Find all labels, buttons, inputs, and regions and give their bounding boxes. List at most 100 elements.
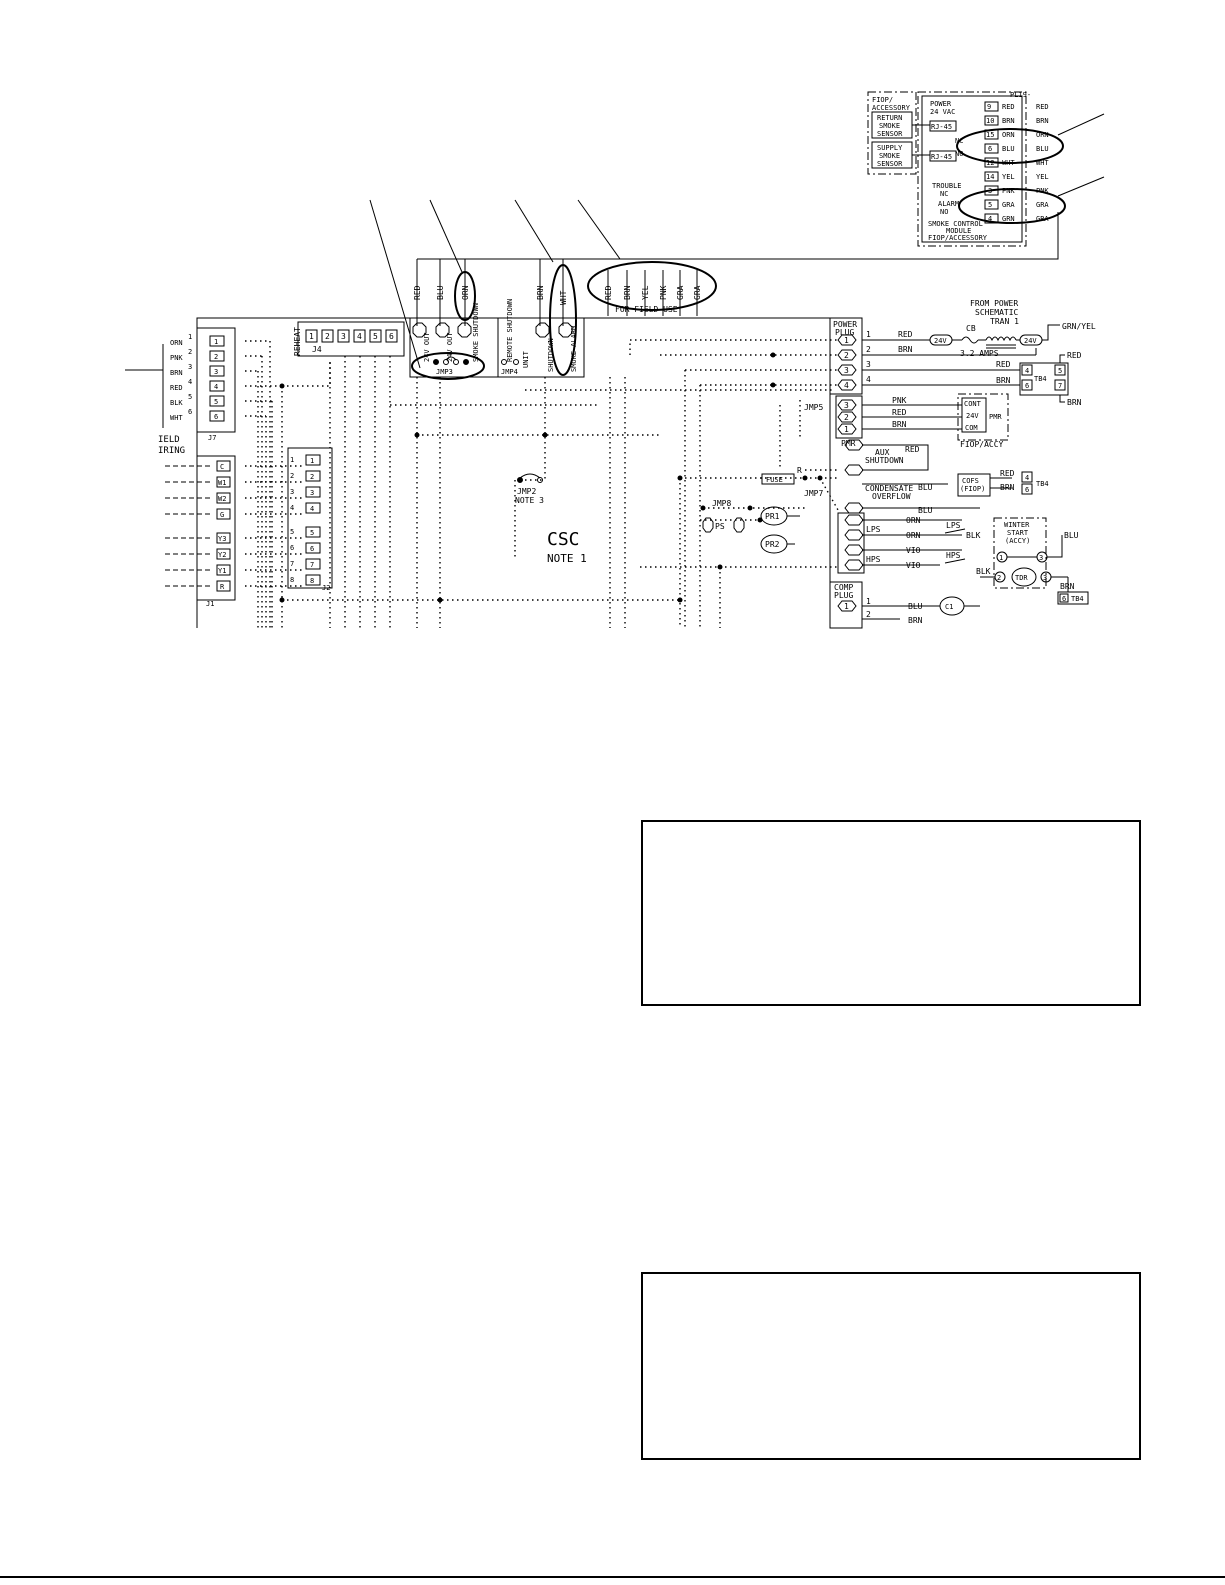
- svg-text:IRING: IRING: [158, 446, 185, 456]
- smoke-module-inner-box: [921, 95, 1023, 243]
- orn-wire-highlight: [454, 271, 476, 321]
- aux-label-1: AUX: [875, 448, 890, 457]
- field-wires-highlight: [587, 261, 717, 311]
- pmr-pins: [837, 399, 857, 435]
- ps-label: PS: [715, 522, 725, 531]
- svg-text:ORN: ORN: [1036, 131, 1049, 139]
- supply-sensor-label-1: SUPPLY: [877, 144, 903, 152]
- terminal-block-box: [409, 317, 585, 378]
- side-hex-pins: [844, 439, 864, 571]
- svg-text:BRN: BRN: [1002, 117, 1015, 125]
- svg-text:3: 3: [844, 401, 849, 410]
- svg-text:RED: RED: [892, 408, 907, 417]
- j7-connector: [162, 327, 236, 433]
- svg-text:GRA: GRA: [1002, 201, 1015, 209]
- svg-text:Y3: Y3: [218, 535, 226, 543]
- pr2-label: PR2: [765, 540, 780, 549]
- svg-text:BLK: BLK: [976, 567, 991, 576]
- svg-text:2: 2: [866, 345, 871, 354]
- nc-no-highlight: [956, 128, 1064, 164]
- nc-label: NC: [955, 137, 963, 145]
- svg-text:24V: 24V: [1024, 337, 1037, 345]
- svg-text:GRA: GRA: [693, 285, 702, 300]
- jmp3-label: JMP3: [436, 368, 453, 376]
- tb4-top-box: [1019, 362, 1069, 396]
- svg-text:BLU: BLU: [1064, 531, 1079, 540]
- smoke-control-module: [417, 91, 1105, 260]
- svg-text:WHT: WHT: [170, 414, 183, 422]
- svg-text:2: 2: [214, 353, 218, 361]
- pl19-label: PL19-: [1010, 91, 1031, 99]
- ps-hex-left: [702, 517, 714, 533]
- svg-text:YEL: YEL: [641, 285, 650, 300]
- sensor-glyphs: [702, 506, 800, 554]
- svg-text:GRA: GRA: [676, 285, 685, 300]
- svg-text:2: 2: [866, 610, 871, 619]
- svg-text:G: G: [220, 511, 224, 519]
- j1-terminal-boxes: [216, 460, 231, 592]
- transformer-coil: [985, 336, 1017, 342]
- svg-text:PNK: PNK: [1036, 187, 1049, 195]
- reheat-connector: [297, 321, 405, 357]
- svg-text:WHT: WHT: [1036, 159, 1049, 167]
- svg-text:COFS: COFS: [962, 477, 979, 485]
- fuse-box: [761, 473, 795, 485]
- svg-text:COM: COM: [965, 424, 978, 432]
- svg-text:24V: 24V: [934, 337, 947, 345]
- svg-text:1: 1: [214, 338, 218, 346]
- svg-text:VIO: VIO: [906, 561, 921, 570]
- svg-text:3: 3: [866, 360, 871, 369]
- fuse-r-label: R: [797, 466, 802, 475]
- svg-text:RED: RED: [1002, 103, 1015, 111]
- lps-label-right: LPS: [946, 521, 961, 530]
- svg-text:RED: RED: [905, 445, 920, 454]
- svg-text:5: 5: [290, 528, 294, 536]
- svg-text:1: 1: [188, 333, 192, 341]
- top-wire-bundle: [416, 259, 717, 376]
- svg-text:1: 1: [290, 456, 294, 464]
- j2-label: J2: [322, 584, 330, 592]
- svg-text:BRN: BRN: [1000, 483, 1015, 492]
- winter-label-2: START: [1007, 529, 1029, 537]
- svg-text:2: 2: [844, 413, 849, 422]
- svg-text:1: 1: [844, 336, 849, 345]
- j1-label: J1: [206, 600, 214, 608]
- tb4-top-label: TB4: [1034, 375, 1047, 383]
- rj45-return-label: RJ-45: [931, 123, 952, 131]
- svg-text:IELD: IELD: [158, 435, 180, 445]
- supply-sensor-label-3: SENSOR: [877, 160, 903, 168]
- reheat-label: REHEAT: [293, 327, 302, 356]
- svg-text:ORN: ORN: [906, 516, 921, 525]
- svg-text:1: 1: [309, 332, 314, 341]
- module-title-1: SMOKE CONTROL: [928, 220, 983, 228]
- svg-text:BRN: BRN: [908, 616, 923, 625]
- svg-text:5: 5: [1058, 367, 1062, 375]
- hps-label-right: HPS: [946, 551, 961, 560]
- tran-label: TRAN 1: [990, 317, 1019, 326]
- svg-text:5: 5: [214, 398, 218, 406]
- return-sensor-label-2: SMOKE: [879, 122, 900, 130]
- svg-text:WHT: WHT: [559, 290, 568, 305]
- comp-pin: [837, 600, 857, 612]
- svg-text:6: 6: [310, 545, 314, 553]
- svg-text:6: 6: [188, 408, 192, 416]
- svg-text:2: 2: [290, 472, 294, 480]
- tb4-mid-label: TB4: [1036, 480, 1049, 488]
- svg-text:24V: 24V: [966, 412, 979, 420]
- tdr-label: TDR: [1015, 574, 1028, 582]
- condensate-label-1: CONDENSATE: [865, 484, 913, 493]
- ps-hex-right: [733, 517, 745, 533]
- svg-text:BRN: BRN: [1067, 398, 1082, 407]
- svg-text:REMOTE SHUTDOWN: REMOTE SHUTDOWN: [506, 299, 514, 362]
- svg-text:BLK: BLK: [170, 399, 183, 407]
- svg-text:SMOKE ALARM: SMOKE ALARM: [570, 326, 578, 372]
- alarm-label-1: ALARM: [938, 200, 959, 208]
- svg-text:14: 14: [986, 173, 994, 181]
- comp-plug-label-2: PLUG: [834, 591, 853, 600]
- svg-text:PNK: PNK: [659, 285, 668, 300]
- svg-text:3: 3: [290, 488, 294, 496]
- pmr-fiop-label: FIOP/ACCY: [960, 440, 1004, 449]
- jmp2-note: NOTE 3: [515, 496, 544, 505]
- svg-text:BLU: BLU: [918, 506, 933, 515]
- module-right-wires: RED BRN ORN BLU WHT YEL PNK GRA GRA: [1036, 103, 1049, 223]
